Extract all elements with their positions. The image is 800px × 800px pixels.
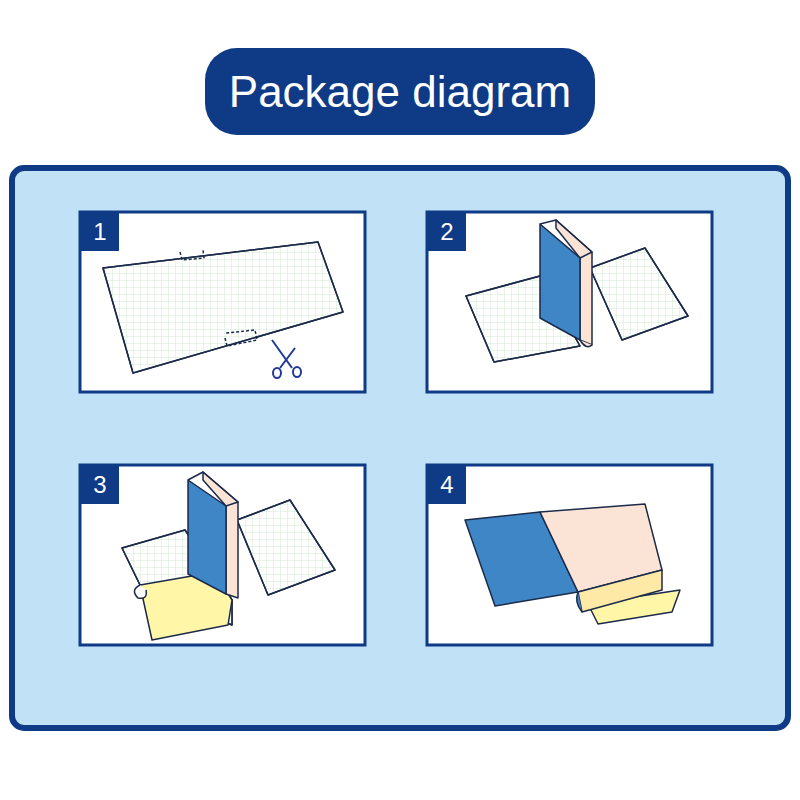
step-number: 2 — [440, 220, 453, 244]
title-text: Package diagram — [229, 70, 571, 114]
sheet-flap — [590, 248, 688, 340]
sheet-grid — [237, 500, 335, 595]
book-cover — [188, 480, 226, 594]
cut-mark — [225, 330, 257, 346]
step-number: 3 — [93, 473, 106, 497]
sheet — [103, 242, 343, 373]
step-number-badge: 3 — [81, 466, 119, 504]
step-number-badge: 1 — [81, 213, 119, 251]
step-panel — [80, 212, 365, 392]
sheet-grid — [103, 242, 343, 373]
step-panel — [427, 465, 712, 645]
scissors-handle — [293, 367, 301, 377]
book-pages — [578, 570, 662, 612]
cut-mark — [180, 250, 204, 260]
fold-figure — [122, 472, 335, 640]
step-panel — [427, 212, 712, 392]
title-banner: Package diagram — [205, 48, 595, 135]
book-spine — [577, 592, 582, 612]
scissors-blade — [280, 348, 295, 368]
step-panel — [80, 465, 365, 645]
outer-panel — [12, 168, 788, 728]
book-spine — [580, 340, 592, 347]
book-edge — [188, 472, 238, 506]
step-number: 1 — [93, 220, 106, 244]
step-number-badge: 2 — [428, 213, 466, 251]
step-number-badge: 4 — [428, 466, 466, 504]
book-figure — [466, 220, 688, 362]
scissors-icon — [272, 340, 301, 378]
book-edge — [540, 220, 592, 258]
scissors-handle — [273, 368, 281, 378]
wrapped-book-figure — [465, 504, 680, 624]
step-number: 4 — [440, 473, 453, 497]
sheet-figure — [103, 242, 343, 373]
sheet-flap — [237, 500, 335, 595]
sheet-grid — [590, 248, 688, 340]
book-cover — [540, 224, 580, 340]
sheet-curl — [134, 585, 146, 598]
